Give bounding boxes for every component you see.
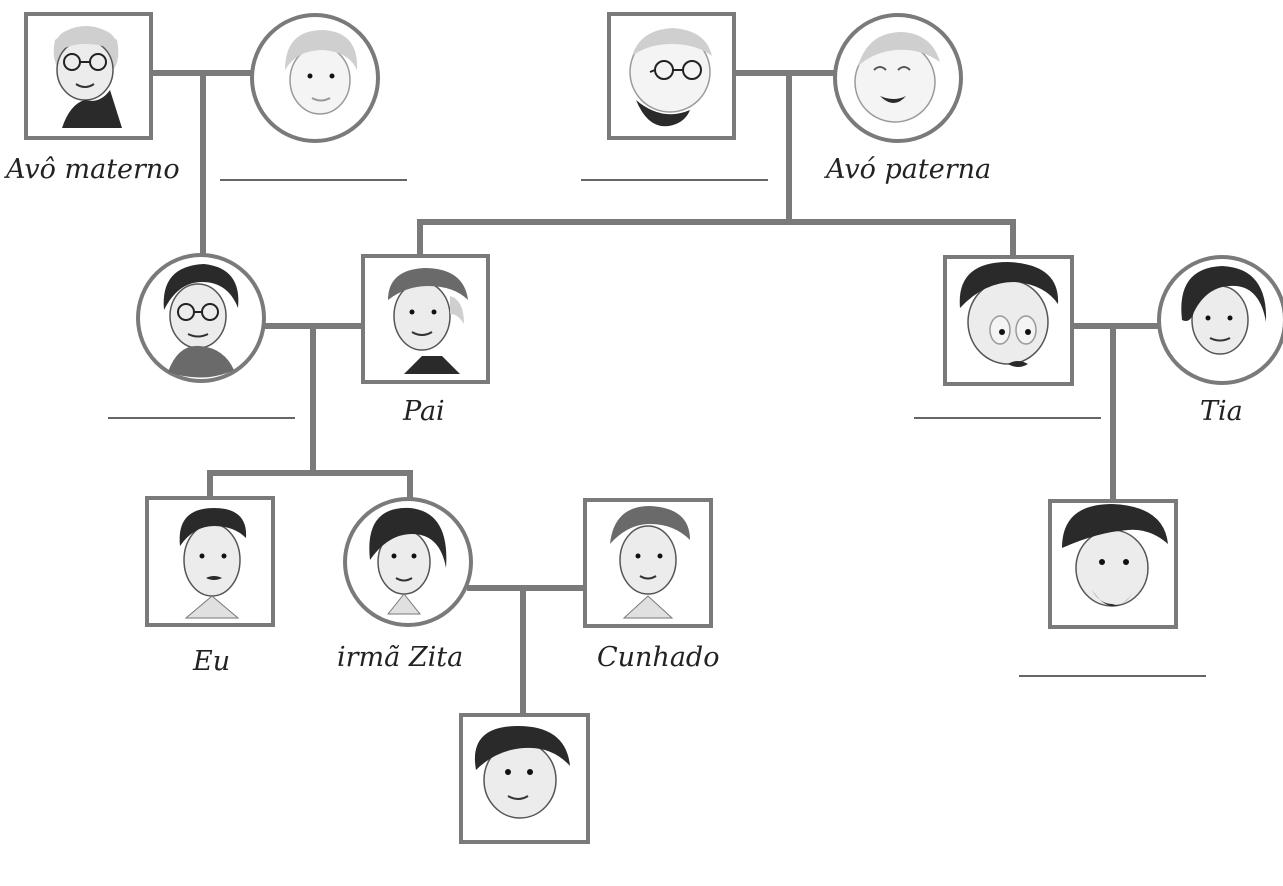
person-cunhado (583, 498, 713, 628)
connector-lines (150, 70, 1165, 718)
person-sobrinho (459, 713, 590, 844)
person-avo-materno (24, 12, 153, 140)
answer-blanks (108, 179, 1206, 677)
person-irma-zita (343, 497, 473, 627)
label-eu: Eu (192, 646, 230, 677)
person-avo-paterno (607, 12, 736, 140)
person-mae (136, 253, 266, 383)
person-primo (1048, 499, 1178, 629)
person-tia (1157, 255, 1283, 385)
label-avo-materno: Avô materno (3, 154, 180, 185)
person-avo-paterna (833, 13, 963, 143)
label-avo-paterna: Avó paterna (823, 154, 991, 185)
label-tia: Tia (1200, 396, 1243, 427)
label-cunhado: Cunhado (597, 642, 719, 673)
person-eu (145, 496, 275, 627)
label-pai: Pai (402, 396, 445, 427)
label-irma-zita: irmã Zita (337, 642, 463, 673)
person-avo-materna (250, 13, 380, 143)
person-pai (361, 254, 490, 384)
person-tio (943, 255, 1074, 386)
